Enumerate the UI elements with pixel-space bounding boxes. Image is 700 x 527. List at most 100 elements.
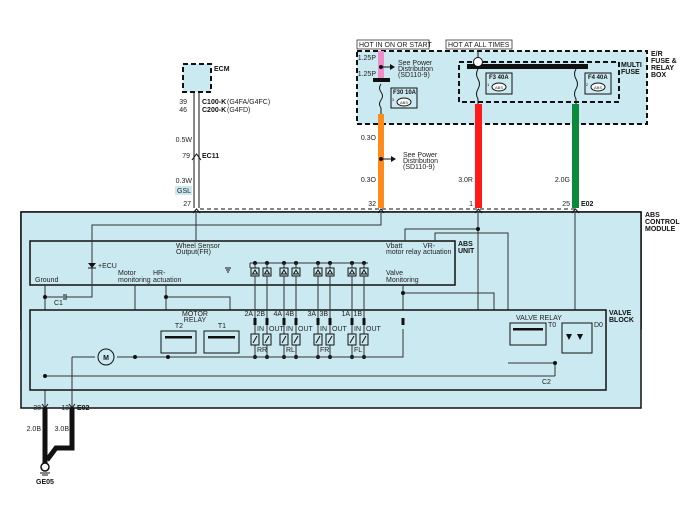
see-power-3: (SD110-9) [398,72,430,79]
er-box-label-1: E/R [651,51,663,58]
valve-pin-label: 4B [285,311,294,318]
diode-d0-label: D0 [594,322,603,329]
relay-t1-coil [208,336,235,339]
solenoid-slash [327,335,333,344]
abs-unit-label-1: ABS [458,241,473,248]
valve-common-wire [236,329,404,358]
arrow-right-icon-2 [391,156,396,162]
relay-t2-box [160,330,197,354]
ecm-pin-79: 79 [182,153,190,160]
valve-pin-label: 2A [244,311,253,318]
wire-30b: 3.0B [55,426,70,433]
sensor-triangle-icon [292,269,300,275]
valve-block-label-2: BLOCK [609,317,634,324]
abs-module-label-2: CONTROL [645,219,680,226]
wire-black-30b [45,408,75,462]
valve-out-label: OUT [269,326,285,333]
valve-pin-label: 3A [307,311,316,318]
solenoid-slash [361,335,367,344]
diode-pair-icon [566,334,583,340]
multi-fuse-label-1: MULTI [621,62,642,69]
fuse-f30-abs-badge-icon [396,97,412,107]
motor-junctions [133,355,170,359]
hot-on-start-label: HOT IN ON OR START [359,42,432,49]
valve-pin-label: 1A [341,311,350,318]
diode-d0-box [561,322,593,354]
er-box-label-4: BOX [651,72,667,79]
sensor-triangle-icon [263,269,271,275]
see-power-1: See Power [398,60,433,67]
hot-all-times-label: HOT AT ALL TIMES [448,42,510,49]
wire-green [572,104,579,208]
hr-actuation-1: HR- [153,270,166,277]
abs-unit-label-2: UNIT [458,248,475,255]
signal-gsl: GSL [177,188,191,195]
valve-terminal [328,318,332,325]
ecm-box [182,63,212,93]
fuse-f4-symbol-icon [574,68,578,106]
fuse-f4-label: F4 40A [588,75,608,81]
sensor-triangle-icon [360,269,368,275]
pin-chevrons [192,208,580,214]
arrow-right-icon [390,64,395,70]
connector-c100: C100-K [202,99,226,106]
ecm-pin-46: 46 [179,107,187,114]
multi-fuse-label-2: FUSE [621,69,640,76]
pin-1: 1 [469,201,473,208]
relay-t1-label: T1 [218,323,226,330]
valve-terminal [265,318,269,325]
wire-125p-a: 1.25P [358,55,377,62]
vbatt-1: Vbatt [386,243,402,250]
fuse-f3-index: 1 [487,82,490,87]
junction-c2b [553,361,557,365]
solenoid-slash [315,335,321,344]
relay-t2-coil [165,336,192,339]
ground-ge05-icon [40,472,50,476]
er-box-label-2: FUSE & [651,58,677,65]
connector-ec11-chevron-icon [191,153,202,161]
fuse-f4-index: 2 [586,82,589,87]
motor-relay-label-1: MOTOR [182,311,208,318]
wire-20g: 2.0G [555,177,570,184]
wire-30r: 3.0R [458,177,473,184]
fuse-f3-label: F3 40A [489,75,509,81]
ecm-pin-39: 39 [179,99,187,106]
solenoid-slash [349,335,355,344]
wire-red [475,104,482,208]
connector-c200-variant: (G4FD) [227,107,250,114]
valve-in-label: IN [354,326,361,333]
solenoid-slash [281,335,287,344]
fuse-f4-badge: ABS [594,85,602,90]
ground-symbol-icon [225,267,231,273]
valve-monitoring-2: Monitoring [386,277,419,284]
abs-module-label-1: ABS [645,212,660,219]
ecm-pin-27: 27 [183,201,191,208]
valve-terminal [253,318,257,325]
motor-label: M [103,355,109,362]
fuse-f3-symbol-icon [476,68,480,106]
valve-pin-label: 4A [273,311,282,318]
vr-2: actuation [423,249,452,256]
see-power-b-3: (SD110-9) [403,164,435,171]
capacitor-c1-label: C1 [54,300,63,307]
solenoid-slash [264,335,270,344]
wheel-label: RR [257,347,267,354]
er-box-label-3: RELAY [651,65,674,72]
hot-on-start-box [356,39,430,50]
connector-c200: C200-K [202,107,226,114]
wire-20b: 2.0B [27,426,42,433]
fuse-f30-symbol-icon [379,83,383,115]
motor-monitoring-1: Motor [118,270,137,277]
sensor-triangle-icon [280,269,288,275]
valve-pin-label: 1B [353,311,362,318]
wheel-sensor-2: Output(FR) [176,249,211,256]
ground-ge05-label: GE05 [36,479,54,486]
relay-t0-label: T0 [548,322,556,329]
valve-monitor-terminal [401,318,405,325]
ground-label: Ground [35,277,58,284]
pin-25: 25 [562,201,570,208]
solenoid-slash [252,335,258,344]
ground-terminal-icon [40,462,50,472]
sensor-triangle-icon [251,269,259,275]
